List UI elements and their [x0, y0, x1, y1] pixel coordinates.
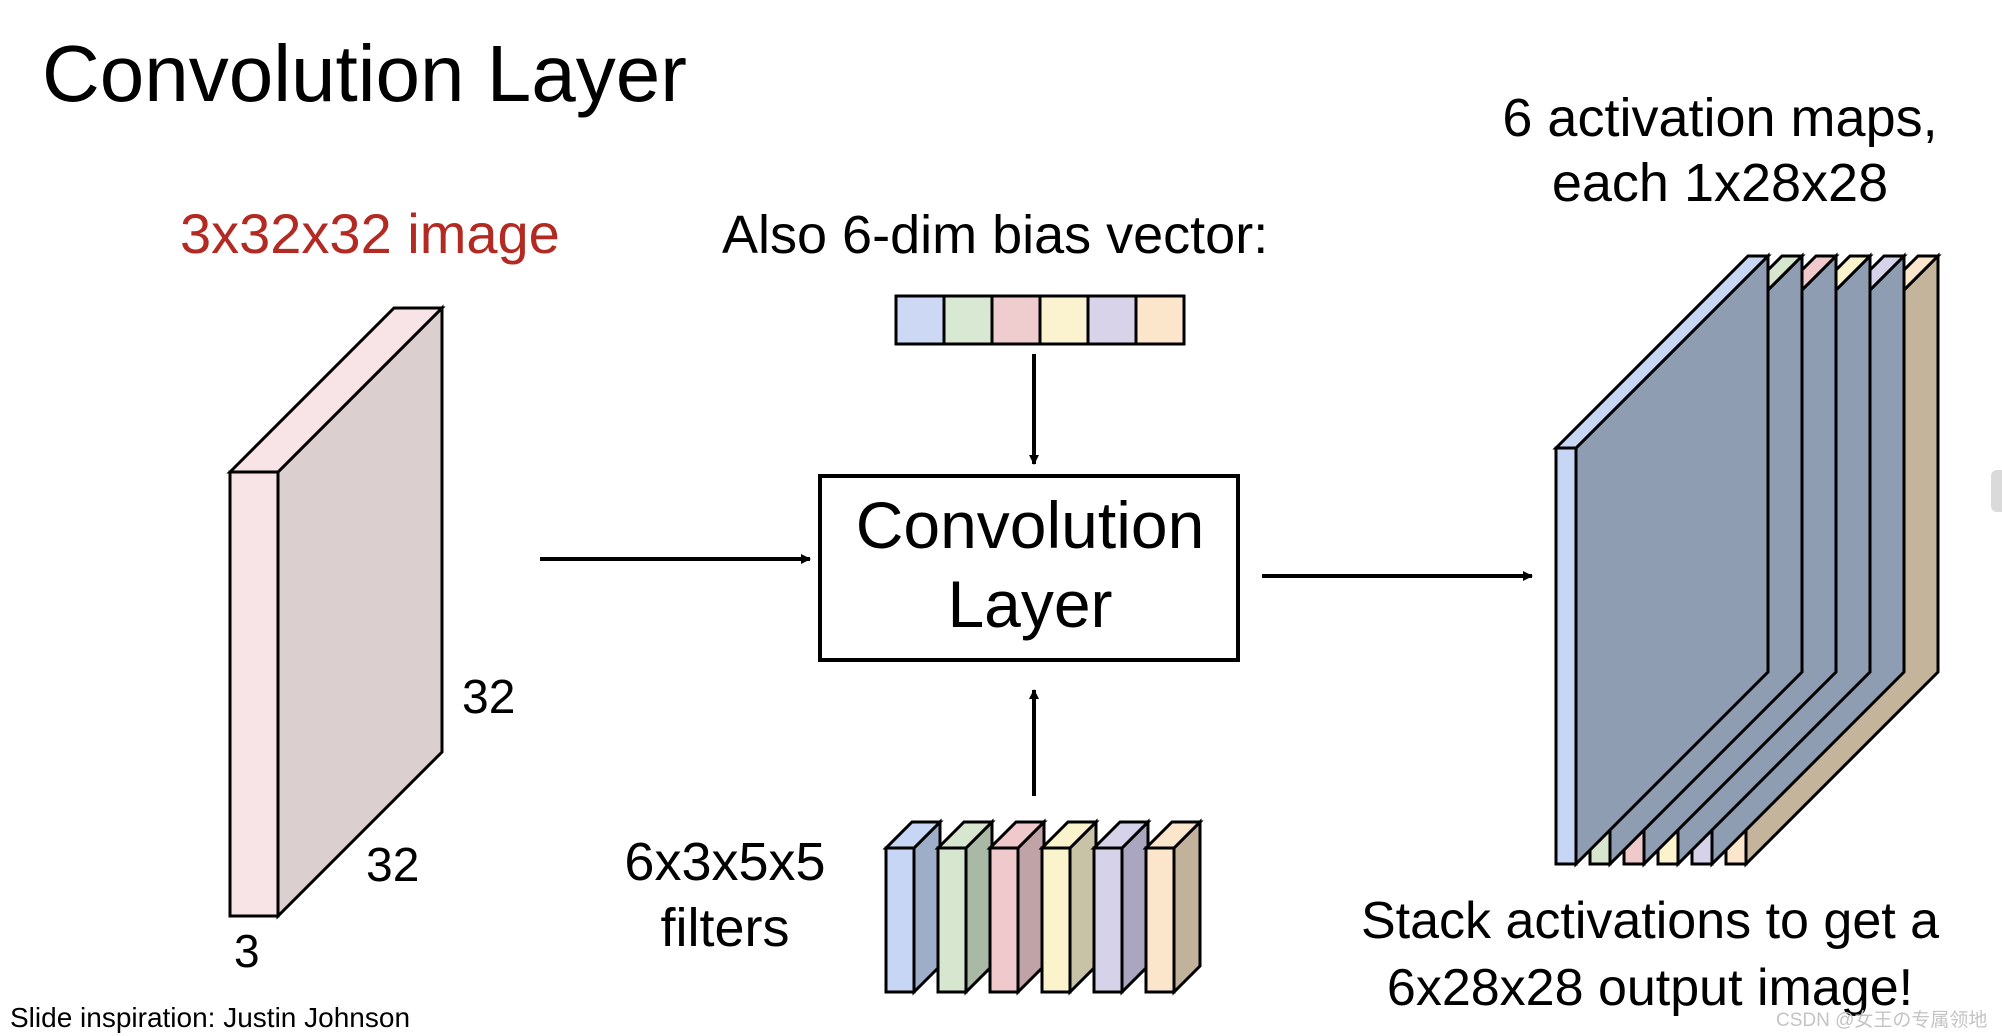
activation-maps-stack	[1552, 252, 1942, 868]
bias-vector-title: Also 6-dim bias vector:	[722, 205, 1269, 265]
filter-side-face	[1172, 818, 1202, 996]
filter-block	[1142, 818, 1204, 996]
filter-block	[1038, 818, 1100, 996]
filters-stack	[882, 818, 1204, 996]
slide-credit: Slide inspiration: Justin Johnson	[10, 1002, 411, 1033]
filter-front-face	[988, 846, 1020, 994]
bias-vector	[894, 294, 1186, 346]
activation-maps-title: 6 activation maps, each 1x28x28	[1502, 88, 1938, 213]
filter-side-face	[1068, 818, 1098, 996]
filter-side-face	[1120, 818, 1150, 996]
filter-front-face	[1144, 846, 1176, 994]
filter-front-face	[1040, 846, 1072, 994]
activation-map-front-face	[1554, 446, 1578, 866]
filter-side-face	[912, 818, 942, 996]
filter-block	[882, 818, 944, 996]
filters-label: 6x3x5x5 filters	[624, 832, 826, 958]
bias-cell	[1134, 294, 1186, 346]
filter-front-face	[884, 846, 916, 994]
input-image-front-face	[228, 470, 280, 918]
bias-cell	[1086, 294, 1138, 346]
bias-cell	[942, 294, 994, 346]
bias-cell	[1038, 294, 1090, 346]
bias-cell	[990, 294, 1042, 346]
input-width-label: 32	[366, 839, 420, 892]
watermark-text: CSDN @女王の专属领地	[1776, 1010, 1988, 1031]
filter-front-face	[936, 846, 968, 994]
scrollbar-handle[interactable]	[1991, 470, 2002, 512]
filter-side-face	[1016, 818, 1046, 996]
slide-title: Convolution Layer	[42, 29, 687, 118]
conv-layer-label: Convolution Layer	[855, 488, 1205, 642]
stack-activations-label: Stack activations to get a 6x28x28 outpu…	[1360, 892, 1940, 1017]
bias-cell	[894, 294, 946, 346]
conv-layer-box	[818, 474, 1240, 662]
input-image-block	[226, 304, 446, 920]
input-depth-label: 3	[234, 925, 260, 977]
activation-map	[1552, 252, 1772, 868]
filter-side-face	[964, 818, 994, 996]
input-image-title: 3x32x32 image	[180, 202, 560, 265]
filter-front-face	[1092, 846, 1124, 994]
filter-block	[986, 818, 1048, 996]
filter-block	[934, 818, 996, 996]
input-height-label: 32	[462, 671, 516, 724]
filter-block	[1090, 818, 1152, 996]
